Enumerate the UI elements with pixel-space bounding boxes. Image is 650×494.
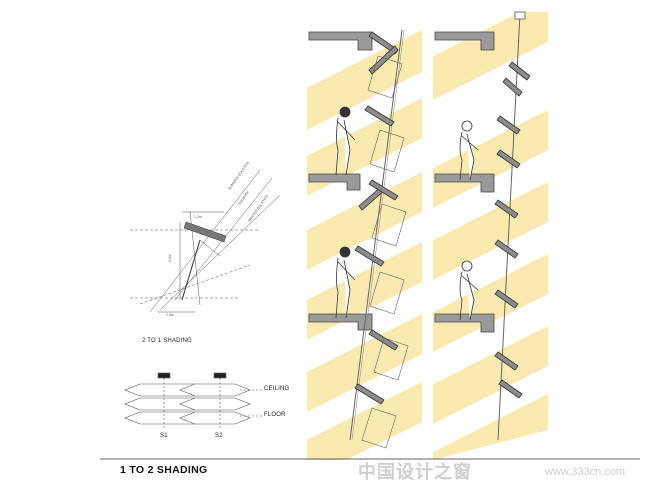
person-figure-2 [335, 246, 356, 319]
svg-text:EQUINOX: EQUINOX [238, 190, 251, 206]
ceiling-floor-schematic [124, 372, 262, 430]
svg-text:SUMMER SOLSTICE: SUMMER SOLSTICE [228, 160, 251, 191]
s1-label: S1 [160, 433, 168, 439]
floor-label: FLOOR [264, 412, 286, 418]
small-shading-caption: 2 TO 1 SHADING [142, 338, 192, 344]
svg-text:1.2m: 1.2m [194, 215, 202, 219]
sun-angle-diagram [130, 169, 281, 313]
person-figure-1 [335, 106, 356, 176]
slab-4 [434, 31, 495, 51]
person-figure-3 [459, 120, 479, 181]
slab-2 [308, 173, 361, 191]
svg-text:2.6m: 2.6m [168, 254, 172, 262]
slab-1 [308, 31, 373, 51]
ceiling-label: CEILING [264, 386, 290, 392]
s2-label: S2 [215, 433, 223, 439]
slab-6 [434, 313, 495, 333]
slab-5 [434, 173, 495, 193]
svg-text:1.0m: 1.0m [166, 313, 174, 317]
left-section [308, 29, 409, 449]
page-title: 1 TO 2 SHADING [120, 464, 208, 476]
person-figure-4 [459, 260, 479, 321]
right-section-sun-bands [433, 12, 548, 460]
watermark-url: www.333cn.com [545, 466, 626, 478]
watermark-cn: 中国设计之窗 [358, 462, 472, 483]
right-section [434, 11, 531, 441]
slab-3 [308, 313, 373, 331]
